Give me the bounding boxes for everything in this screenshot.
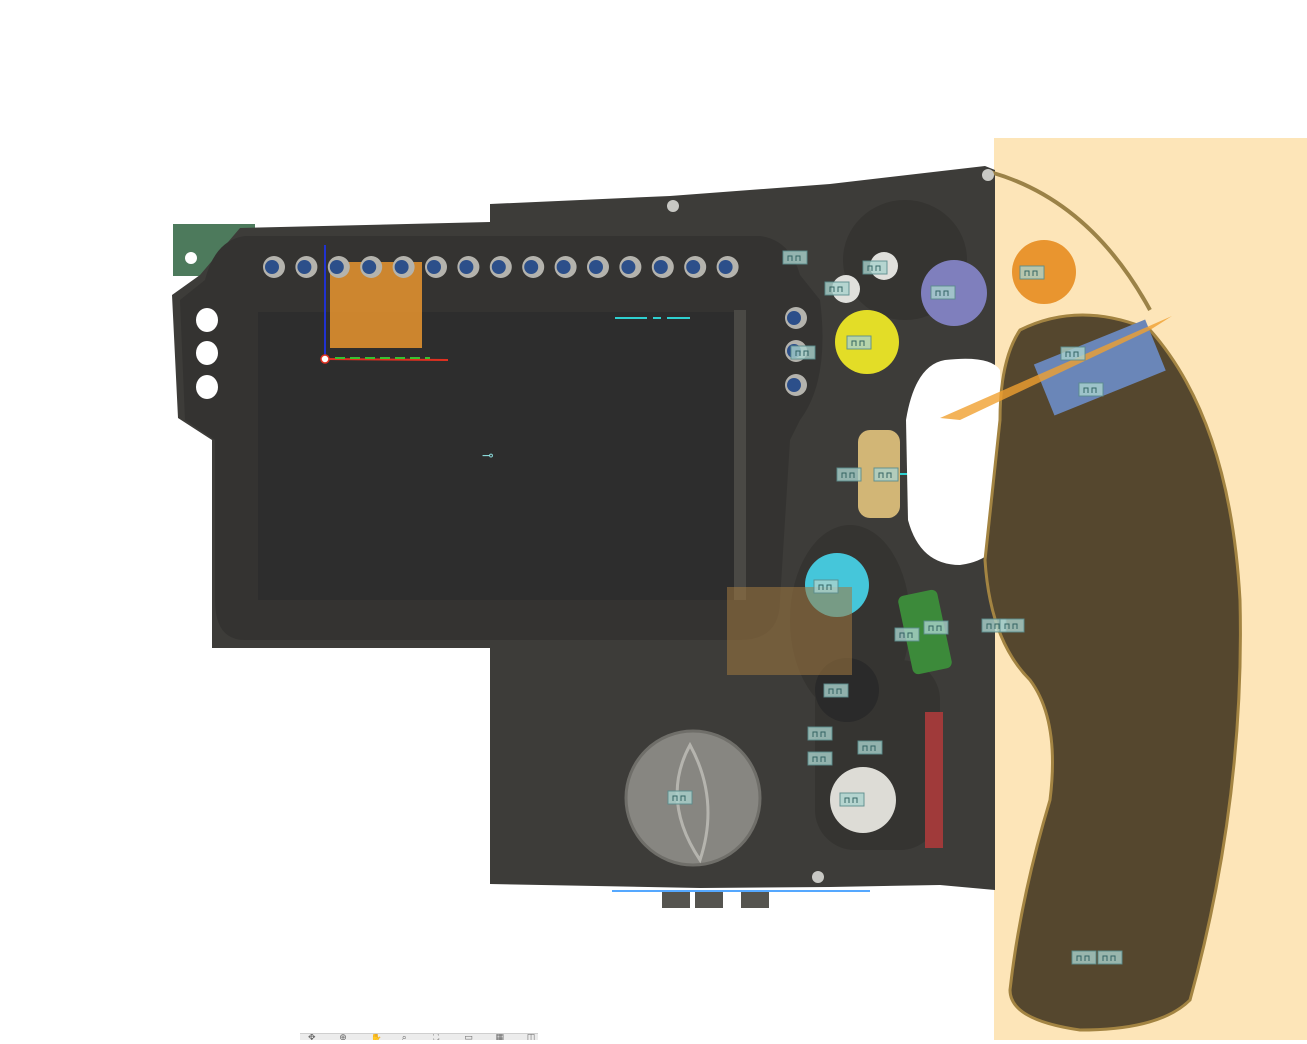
side-hole-3 — [196, 375, 218, 399]
display-bezel-right — [734, 310, 746, 600]
led-lens — [362, 260, 377, 274]
joint-marker[interactable] — [823, 683, 849, 698]
origin-point[interactable] — [320, 354, 330, 364]
led-lens — [524, 260, 539, 274]
grip-paddle-texture[interactable] — [1033, 319, 1166, 416]
led-lens — [491, 260, 506, 274]
joint-marker[interactable] — [930, 285, 956, 300]
led-lens — [718, 260, 733, 274]
grip-handle[interactable] — [983, 313, 1242, 1032]
joint-marker[interactable] — [782, 250, 808, 265]
led-lens — [329, 260, 344, 274]
sketch-center-glyph: ⊸ — [482, 448, 494, 464]
paddle-plane — [940, 316, 1172, 420]
joint-marker[interactable] — [862, 260, 888, 275]
grip-cutout — [906, 358, 1010, 565]
look-at-tool[interactable]: ⊕ — [339, 1034, 347, 1040]
zoom-tool[interactable]: ⌕ — [401, 1034, 407, 1040]
led-lens — [686, 260, 701, 274]
grid-settings-tool[interactable]: ▦ — [495, 1034, 505, 1040]
joint-marker[interactable] — [807, 751, 833, 766]
joint-marker[interactable] — [1097, 950, 1123, 965]
joint-marker[interactable] — [873, 467, 899, 482]
viewports-tool[interactable]: ◫ — [526, 1034, 536, 1040]
led-lens — [265, 260, 279, 274]
mount-hole-top-right — [982, 169, 994, 181]
pcb-hole — [185, 252, 197, 264]
grip-upper-arc — [989, 170, 1152, 311]
fit-tool[interactable]: ⛶ — [433, 1034, 440, 1040]
side-hole-1 — [196, 308, 218, 332]
side-holes — [196, 308, 218, 399]
joint-marker[interactable] — [1078, 382, 1104, 397]
joint-marker[interactable] — [1071, 950, 1097, 965]
transparent-connector-block[interactable] — [727, 587, 852, 675]
joint-marker[interactable] — [839, 792, 865, 807]
pan-tool[interactable]: ✋ — [370, 1034, 382, 1040]
joint-marker[interactable] — [667, 790, 693, 805]
led-lens — [653, 260, 668, 274]
led-row — [263, 256, 739, 278]
joint-marker[interactable] — [999, 618, 1025, 633]
display-settings-tool[interactable]: ▭ — [464, 1034, 473, 1040]
display-screen[interactable] — [258, 312, 746, 600]
orbit-tool[interactable]: ✥ — [308, 1034, 316, 1040]
led-lens — [787, 311, 801, 325]
joint-marker[interactable] — [836, 467, 862, 482]
led-lens — [297, 260, 312, 274]
mount-hole-bottom — [812, 871, 824, 883]
joint-marker[interactable] — [790, 345, 816, 360]
bottom-connector-3[interactable] — [741, 892, 769, 908]
led-lens — [394, 260, 409, 274]
joint-marker[interactable] — [894, 627, 920, 642]
joint-marker[interactable] — [824, 281, 850, 296]
led-lens — [621, 260, 636, 274]
led-lens — [589, 260, 603, 274]
mount-hole-top — [667, 200, 679, 212]
joint-marker[interactable] — [846, 335, 872, 350]
knob-pointer — [675, 741, 710, 864]
joint-marker[interactable] — [813, 579, 839, 594]
navigation-toolbar: ✥ ⊕ ✋ ⌕ ⛶ ▭ ▦ ◫ — [300, 1033, 538, 1040]
joint-marker[interactable] — [923, 620, 949, 635]
main-rotary-knob[interactable] — [624, 729, 762, 867]
bottom-connector-2[interactable] — [695, 892, 723, 908]
red-plate-edge — [925, 712, 943, 848]
joint-marker[interactable] — [1019, 265, 1045, 280]
side-hole-2 — [196, 341, 218, 365]
x-axis — [324, 358, 449, 361]
led-lens — [459, 260, 474, 274]
bottom-connector-1[interactable] — [662, 892, 690, 908]
joint-marker[interactable] — [857, 740, 883, 755]
led-lens — [427, 260, 441, 274]
joint-marker[interactable] — [1060, 346, 1086, 361]
joint-marker[interactable] — [807, 726, 833, 741]
led-lens — [787, 378, 801, 392]
led-lens — [556, 260, 571, 274]
